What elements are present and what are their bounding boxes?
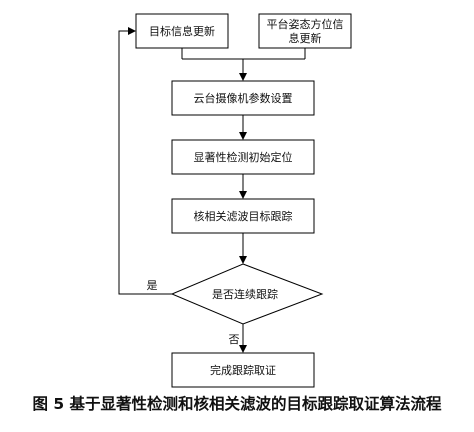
no-edge: 否 — [229, 324, 247, 353]
ptz-camera-setup-box: 云台摄像机参数设置 — [171, 80, 315, 116]
saliency-init-box: 显著性检测初始定位 — [171, 139, 315, 175]
platform-attitude-label-line2: 息更新 — [289, 31, 322, 45]
platform-attitude-label-line1: 平台姿态方位信 — [267, 17, 344, 31]
saliency-init-label: 显著性检测初始定位 — [194, 150, 293, 164]
yes-label: 是 — [147, 279, 158, 292]
figure-caption: 图 5 基于显著性检测和核相关滤波的目标跟踪取证算法流程 — [32, 395, 442, 413]
kcf-tracking-label: 核相关滤波目标跟踪 — [194, 209, 293, 223]
ptz-camera-setup-label: 云台摄像机参数设置 — [194, 91, 293, 105]
merge-connector — [181, 48, 306, 81]
target-info-update-label: 目标信息更新 — [149, 24, 215, 38]
platform-attitude-update-box: 平台姿态方位信 息更新 — [258, 13, 352, 49]
target-info-update-box: 目标信息更新 — [135, 13, 229, 49]
no-label: 否 — [229, 333, 240, 346]
finish-tracking-label: 完成跟踪取证 — [210, 363, 276, 377]
kcf-tracking-box: 核相关滤波目标跟踪 — [171, 198, 315, 234]
continue-tracking-decision: 是否连续跟踪 — [170, 263, 324, 325]
continue-decision-label: 是否连续跟踪 — [212, 287, 278, 301]
yes-loop-edge: 是 — [118, 27, 172, 295]
finish-tracking-box: 完成跟踪取证 — [171, 352, 315, 388]
